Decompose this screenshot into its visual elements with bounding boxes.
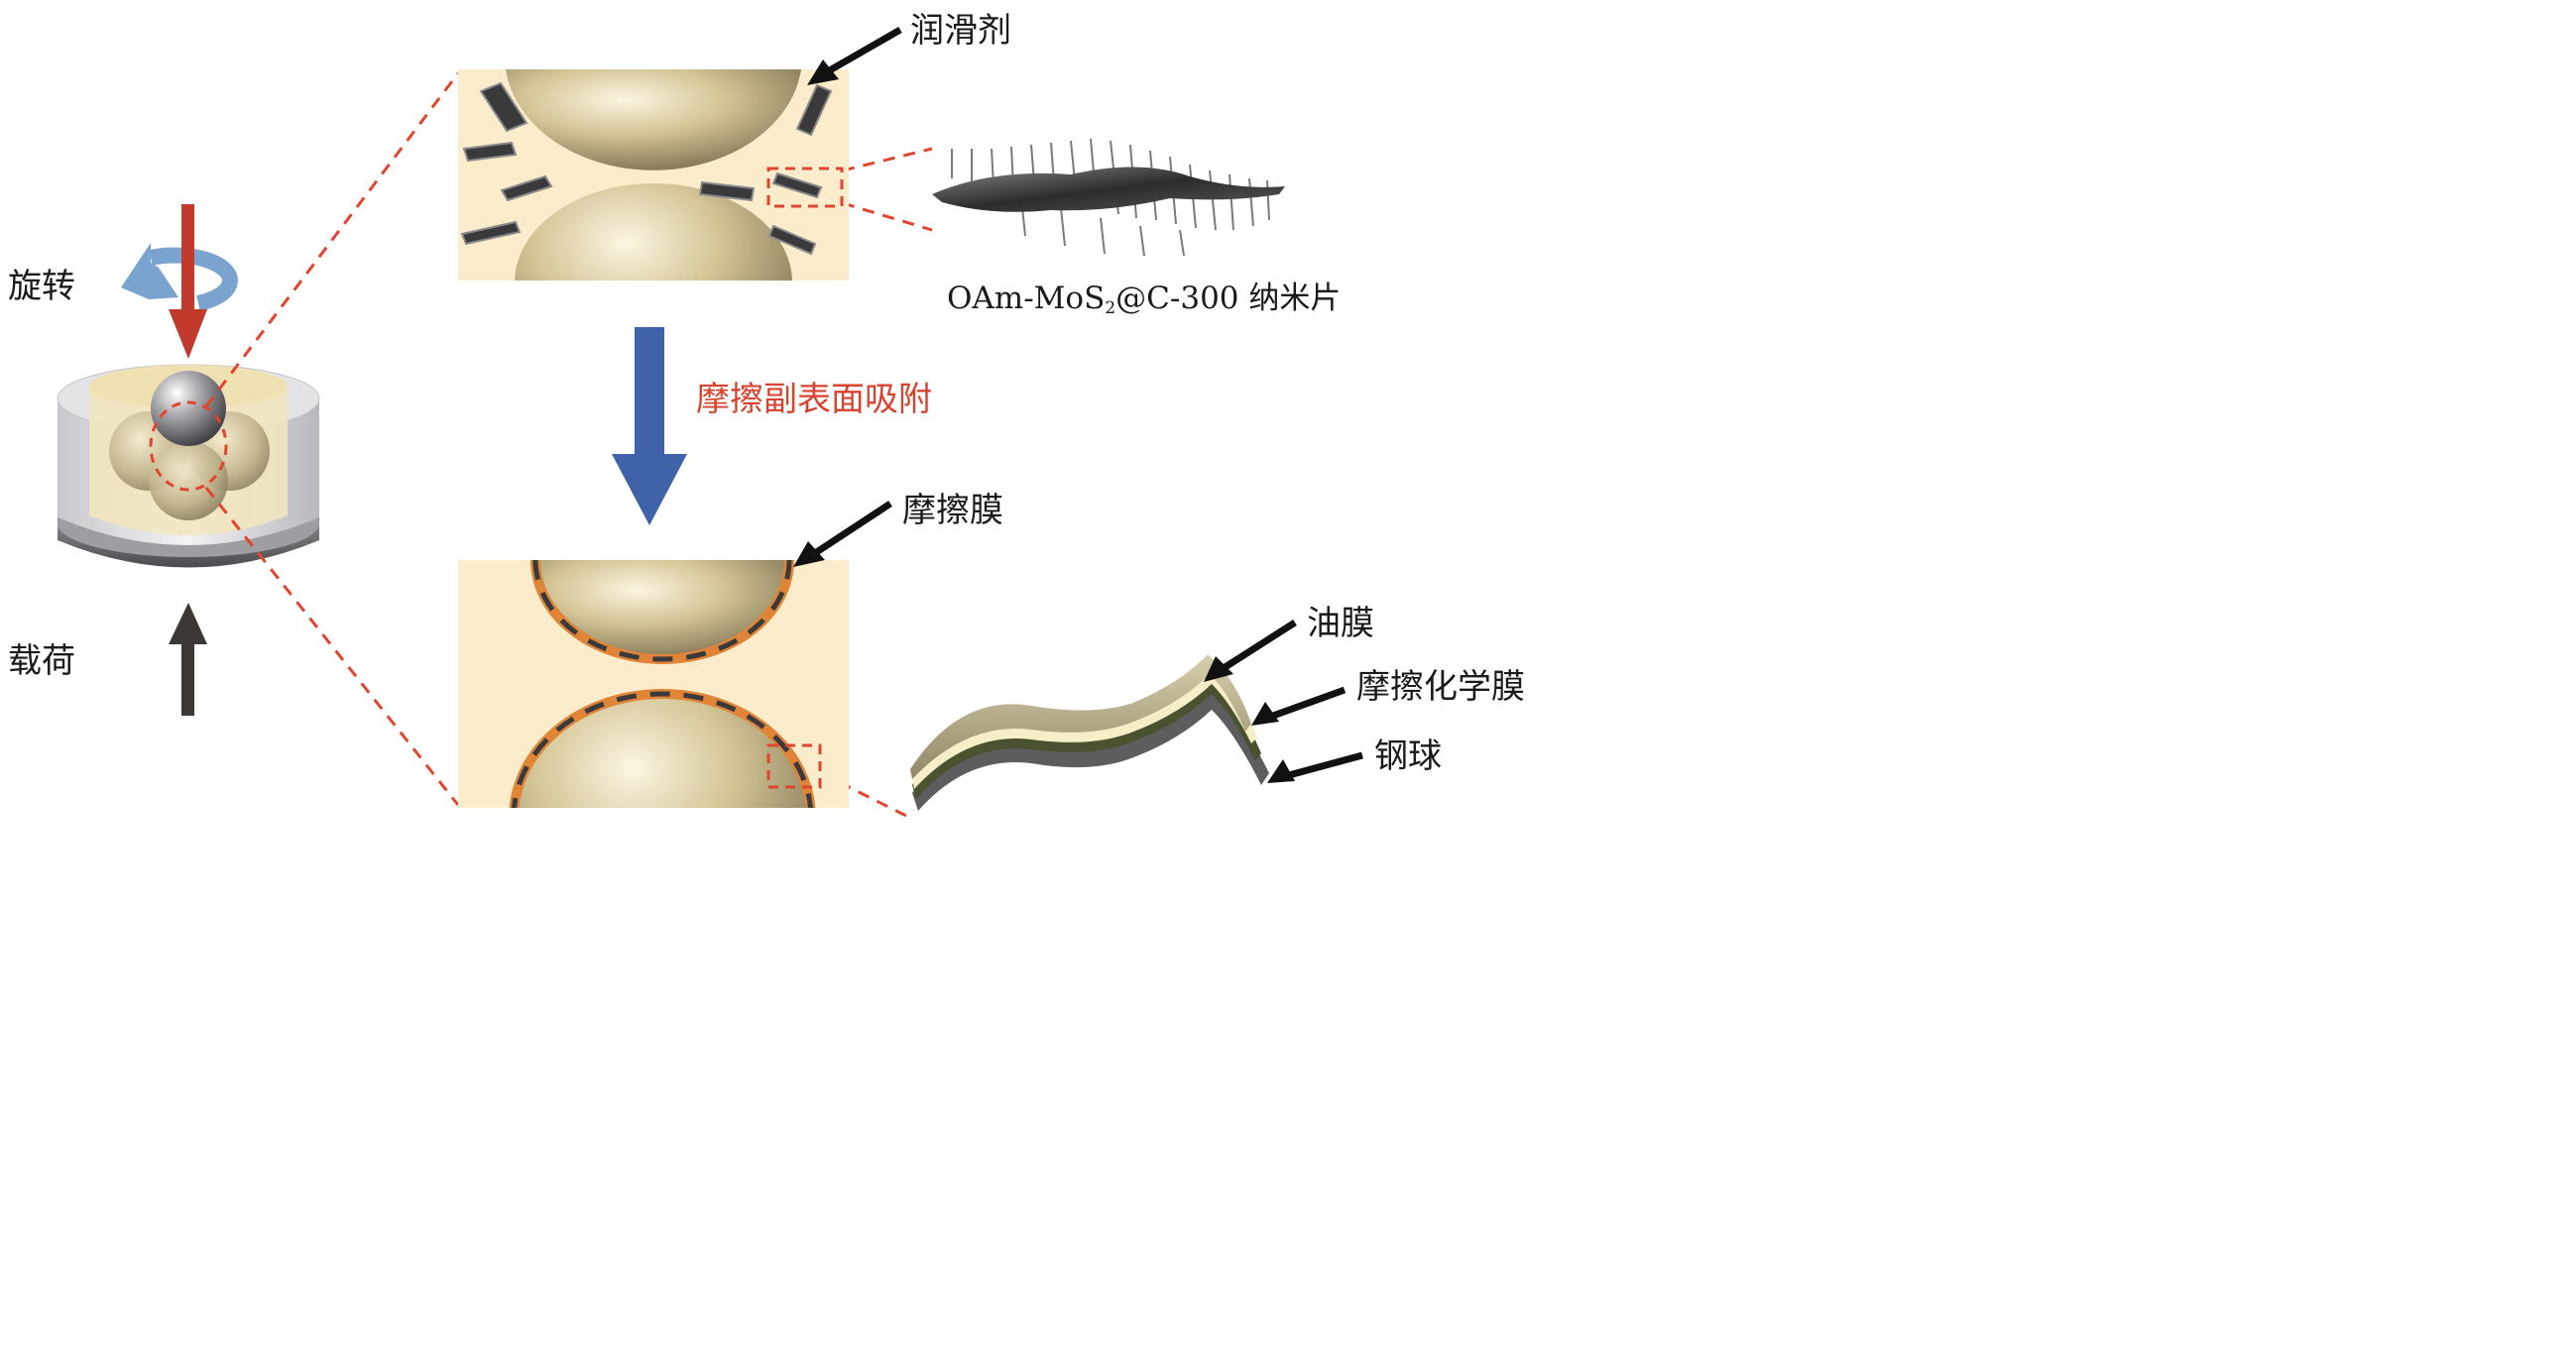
label-lubricant: 润滑剂 xyxy=(910,14,1011,48)
lower-ball-front xyxy=(149,441,228,520)
label-nanosheet-suffix: @C-300 纳米片 xyxy=(1115,281,1341,316)
label-oil-film: 油膜 xyxy=(1307,607,1374,640)
label-nanosheet-subscript: 2 xyxy=(1105,298,1115,318)
label-steel-ball: 钢球 xyxy=(1374,739,1442,773)
tribochemical-film-pointer-arrow-icon xyxy=(1251,690,1345,726)
label-tribochemical-film: 摩擦化学膜 xyxy=(1356,670,1525,704)
label-adsorption: 摩擦副表面吸附 xyxy=(696,383,932,416)
process-arrow-icon xyxy=(612,327,687,525)
tribofilm-pointer-arrow-icon xyxy=(793,504,890,567)
panel-tribofilm-contact xyxy=(458,560,849,829)
rotation-arrow-icon xyxy=(121,243,230,303)
bottom-load-arrow-icon xyxy=(169,603,207,716)
steel-ball-pointer-arrow-icon xyxy=(1267,755,1362,783)
nanosheet-magnified xyxy=(932,139,1285,256)
top-load-arrow-icon xyxy=(169,204,207,359)
lubricant-pointer-arrow-icon xyxy=(807,30,900,85)
upper-steel-ball xyxy=(151,371,226,446)
label-rotation: 旋转 xyxy=(8,270,75,303)
label-nanosheet-prefix: OAm-MoS xyxy=(947,281,1105,316)
oil-film-pointer-arrow-icon xyxy=(1204,623,1295,682)
label-load: 载荷 xyxy=(8,644,75,678)
label-nanosheet: OAm-MoS2@C-300 纳米片 xyxy=(947,283,1341,317)
four-ball-tester xyxy=(58,365,319,568)
label-tribofilm: 摩擦膜 xyxy=(902,494,1003,527)
